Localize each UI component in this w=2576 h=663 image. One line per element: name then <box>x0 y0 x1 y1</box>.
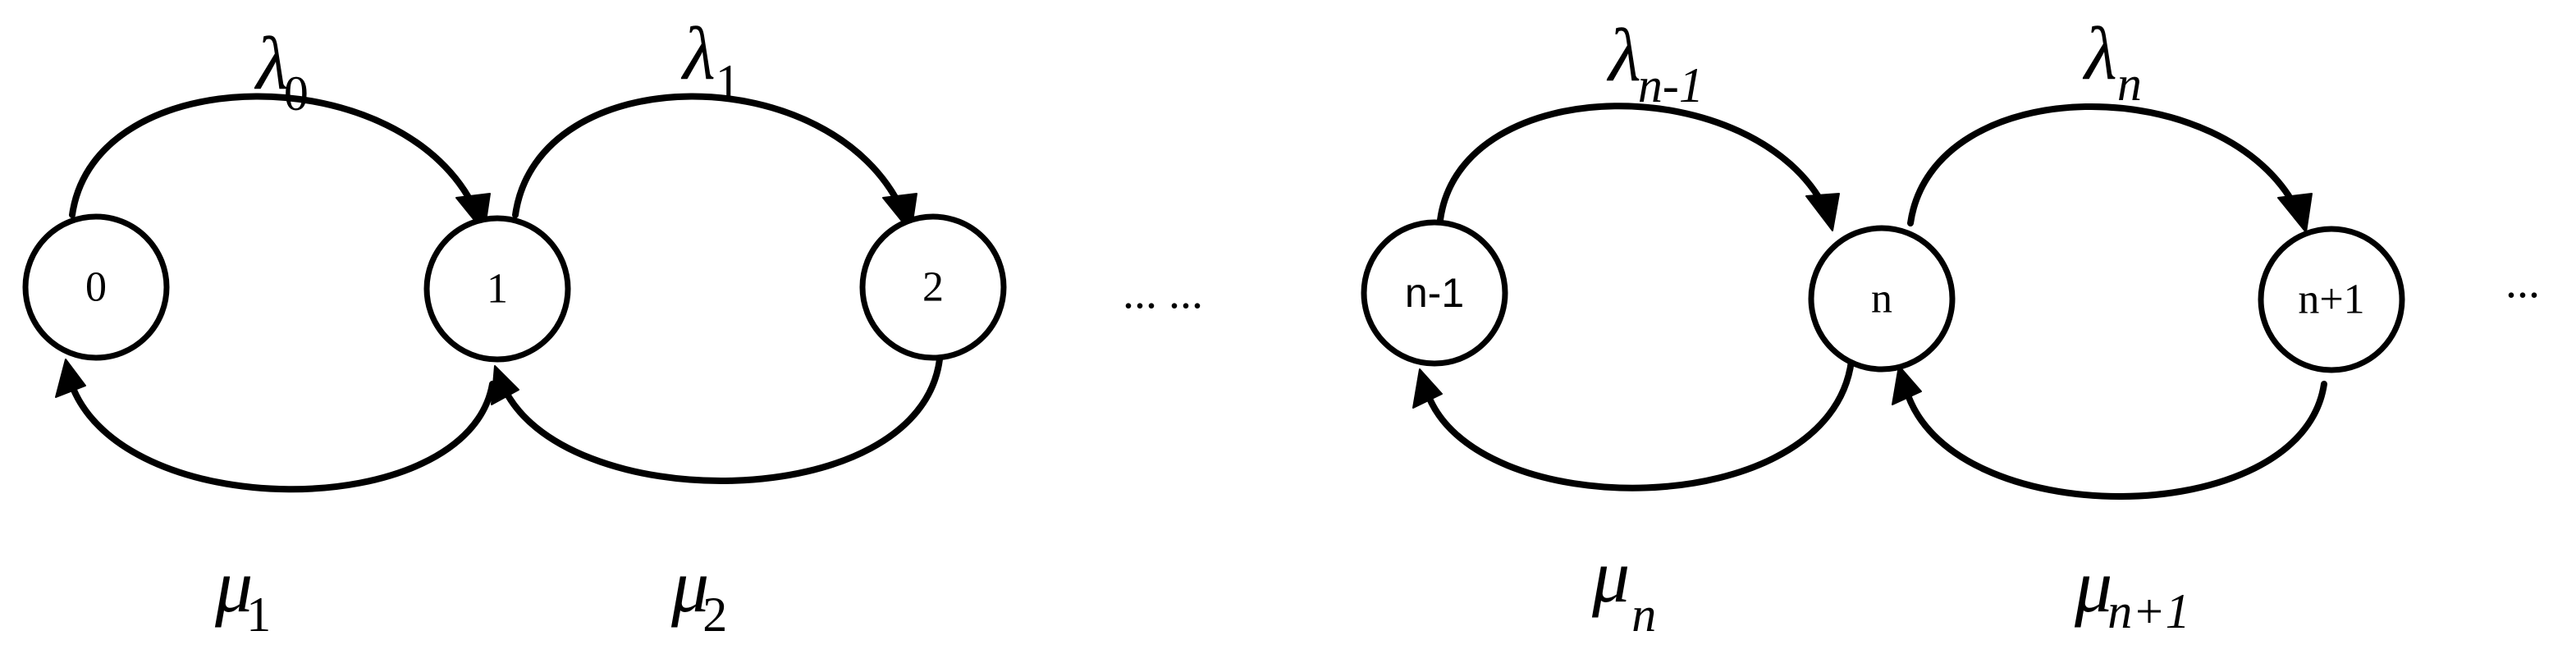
death-arrowhead-2-to-1 <box>491 365 519 405</box>
lambda-symbol: λ <box>680 11 716 95</box>
state-label-2: 2 <box>922 264 944 311</box>
death-rate-label-2: μ2 <box>670 544 727 642</box>
birth-arc-n1-to-n <box>1437 103 1829 223</box>
lambda-subscript-n: n <box>2117 57 2142 111</box>
lambda-symbol: λ <box>1606 13 1641 97</box>
ellipsis-middle: ... ... <box>1123 267 1203 318</box>
mu-subscript-2: 2 <box>702 588 727 642</box>
death-arrowhead-np1-to-n <box>1892 365 1922 405</box>
birth-arc-n-to-np1 <box>1907 103 2301 226</box>
death-arrowhead-1-to-0 <box>55 359 86 398</box>
state-label-0: 0 <box>85 264 107 311</box>
mu-symbol: μ <box>214 544 253 628</box>
death-rate-label-1: μ1 <box>214 544 271 642</box>
death-rate-label-n-plus-1: μn+1 <box>2074 544 2190 638</box>
state-node-2: 2 <box>859 213 1007 361</box>
birth-rate-label-n: λn <box>2082 11 2142 111</box>
state-label-1: 1 <box>487 266 508 313</box>
lambda-symbol: λ <box>254 21 289 105</box>
birth-rate-label-1: λ1 <box>680 11 740 109</box>
mu-symbol: μ <box>1591 534 1630 618</box>
state-node-n: n <box>1808 225 1956 373</box>
death-arc-1-to-0 <box>66 376 496 493</box>
birth-arc-0-to-1 <box>69 93 479 218</box>
death-arrowhead-n-to-n1 <box>1412 368 1443 409</box>
death-rate-label-n: μn <box>1591 534 1656 642</box>
mu-symbol: μ <box>670 544 709 628</box>
birth-arc-1-to-2 <box>512 93 906 218</box>
state-node-n-minus-1: n-1 <box>1361 219 1508 367</box>
death-arc-n-to-n1 <box>1423 358 1855 492</box>
state-label-n-minus-1: n-1 <box>1405 270 1464 316</box>
lambda-symbol: λ <box>2082 11 2117 95</box>
state-node-n-plus-1: n+1 <box>2258 226 2405 373</box>
state-node-0: 0 <box>22 213 170 361</box>
state-node-1: 1 <box>423 215 571 363</box>
lambda-subscript-n-minus-1: n-1 <box>1638 58 1704 112</box>
birth-arrowhead-n1-to-n <box>1805 193 1840 231</box>
state-label-n: n <box>1871 276 1892 322</box>
lambda-subscript-1: 1 <box>716 55 740 109</box>
mu-subscript-n: n <box>1631 588 1656 642</box>
death-arc-2-to-1 <box>499 356 943 484</box>
mu-symbol: μ <box>2074 544 2112 628</box>
state-label-n-plus-1: n+1 <box>2298 277 2364 323</box>
mu-subscript-n-plus-1: n+1 <box>2107 584 2190 638</box>
birth-arrowhead-n-to-np1 <box>2277 193 2313 233</box>
birth-rate-label-0: λ0 <box>254 21 309 121</box>
death-arc-np1-to-n <box>1902 381 2327 500</box>
ellipsis-right: ... <box>2505 257 2540 308</box>
mu-subscript-1: 1 <box>246 588 271 642</box>
birth-rate-label-n-minus-1: λn-1 <box>1606 13 1704 112</box>
lambda-subscript-0: 0 <box>284 66 309 121</box>
